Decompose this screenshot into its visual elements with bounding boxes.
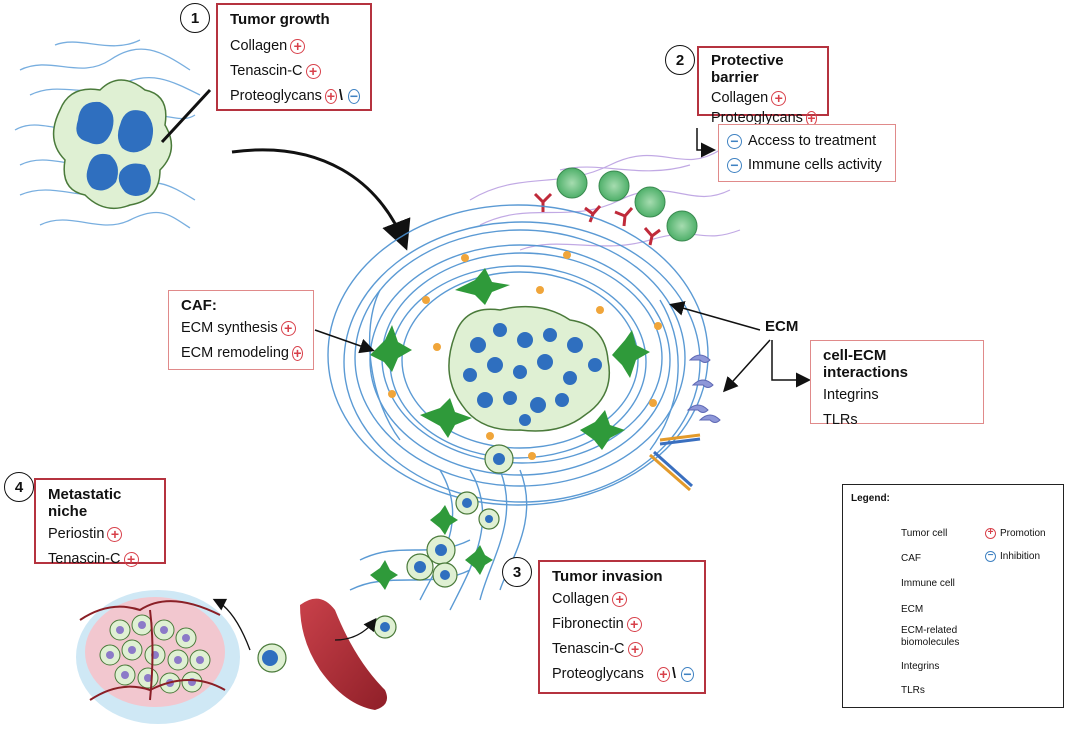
list-item: ECM synthesis+ (181, 316, 303, 341)
list-item: Integrins (823, 387, 879, 403)
list-item: Collagen+ (230, 34, 360, 59)
inhibition-icon: − (727, 133, 742, 149)
barrier-fibers (469, 149, 741, 251)
promotion-icon: + (292, 345, 303, 361)
legend-tlrs: TLRs (901, 685, 925, 696)
connector-line-1 (160, 88, 212, 144)
promotion-icon: + (290, 39, 306, 54)
ecm-arrow-3 (771, 340, 811, 388)
step-2-badge: 2 (665, 45, 695, 75)
tlrs (686, 354, 721, 423)
cell-ecm-interactions-box: cell-ECM interactions Integrins TLRs (810, 340, 984, 428)
step-3-badge: 3 (502, 557, 532, 587)
metastatic-niche (76, 590, 240, 724)
immune-cells (556, 167, 698, 242)
panel-title: cell-ECM interactions (823, 347, 909, 381)
list-item: Collagen+ (552, 587, 694, 612)
inhibition-icon: − (681, 667, 694, 682)
promotion-icon: + (626, 617, 642, 632)
step-4-badge: 4 (4, 472, 34, 502)
caf-box: CAF: ECM synthesis+ ECM remodeling+ (168, 290, 314, 370)
list-item: Tenascin-C+ (552, 637, 694, 662)
promotion-icon: + (324, 88, 337, 104)
legend-immune-cell: Immune cell (901, 578, 955, 589)
ecm-biomolecules (388, 251, 662, 460)
ecm-arrow-2 (722, 339, 771, 393)
panel-protective-barrier: Protective barrier Collagen+ Proteoglyca… (697, 46, 829, 126)
list-item: ECM remodeling+ (181, 345, 303, 361)
list-item: TLRs (823, 412, 858, 428)
panel-tumor-growth: Tumor growth Collagen+ Tenascin-C+ Prote… (216, 3, 372, 111)
promotion-icon: + (985, 528, 996, 539)
step-1-badge: 1 (180, 3, 210, 33)
promotion-icon: + (107, 527, 123, 542)
list-item: −Access to treatment (727, 129, 887, 153)
legend-integrins: Integrins (901, 661, 940, 672)
list-item: Tenascin-C+ (48, 547, 154, 572)
legend-tumor-cell: Tumor cell (901, 528, 948, 539)
list-item: −Immune cells activity (727, 153, 887, 177)
promotion-icon: + (612, 592, 628, 607)
list-item: Fibronectin+ (552, 612, 694, 637)
barrier-effects-box: −Access to treatment −Immune cells activ… (718, 124, 896, 182)
ecm-arrow-1 (669, 301, 761, 331)
curved-arrow (231, 148, 411, 251)
panel-title: CAF: (181, 297, 217, 314)
list-item: Periostin+ (48, 522, 154, 547)
legend-biomolecules-1: ECM-related (901, 625, 958, 636)
list-item: Proteoglycans+\− (230, 88, 360, 104)
antibodies (533, 192, 661, 246)
blood-vessel (300, 598, 388, 710)
panel-title: Metastatic niche (48, 486, 122, 520)
promotion-icon: + (627, 642, 643, 657)
legend-promotion: +Promotion (985, 528, 1046, 539)
barrier-arrow (696, 128, 716, 158)
inhibition-icon: − (727, 157, 742, 173)
panel-tumor-invasion: Tumor invasion Collagen+ Fibronectin+ Te… (538, 560, 706, 694)
promotion-icon: + (280, 321, 296, 336)
legend: Legend: Tumor cell CAF Immune cell ECM E… (842, 484, 1064, 708)
tumor-cluster-panel1 (52, 79, 173, 210)
caf-arrow (314, 329, 375, 354)
legend-inhibition: −Inhibition (985, 551, 1040, 562)
invading-nuclei (262, 453, 505, 666)
list-item: Proteoglycans+\− (552, 662, 694, 687)
promotion-icon: + (123, 552, 139, 567)
inhibition-icon: − (347, 88, 360, 104)
promotion-icon: + (657, 667, 670, 682)
list-item: Collagen+ (711, 88, 817, 108)
panel-title: Tumor invasion (552, 568, 663, 585)
promotion-icon: + (305, 64, 321, 79)
tumor-mass-center (448, 305, 611, 432)
legend-ecm: ECM (901, 604, 924, 615)
panel-title: Protective barrier (711, 52, 784, 86)
legend-biomolecules-2: biomolecules (901, 637, 960, 648)
inhibition-icon: − (985, 551, 996, 562)
legend-caf: CAF (901, 553, 921, 564)
panel-title: Tumor growth (230, 11, 330, 28)
integrins (649, 433, 701, 492)
promotion-icon: + (771, 90, 787, 106)
ecm-label: ECM (765, 318, 799, 335)
panel-metastatic-niche: Metastatic niche Periostin+ Tenascin-C+ (34, 478, 166, 567)
caf-cells (370, 268, 650, 590)
legend-title: Legend: (851, 493, 890, 504)
list-item: Tenascin-C+ (230, 59, 360, 84)
